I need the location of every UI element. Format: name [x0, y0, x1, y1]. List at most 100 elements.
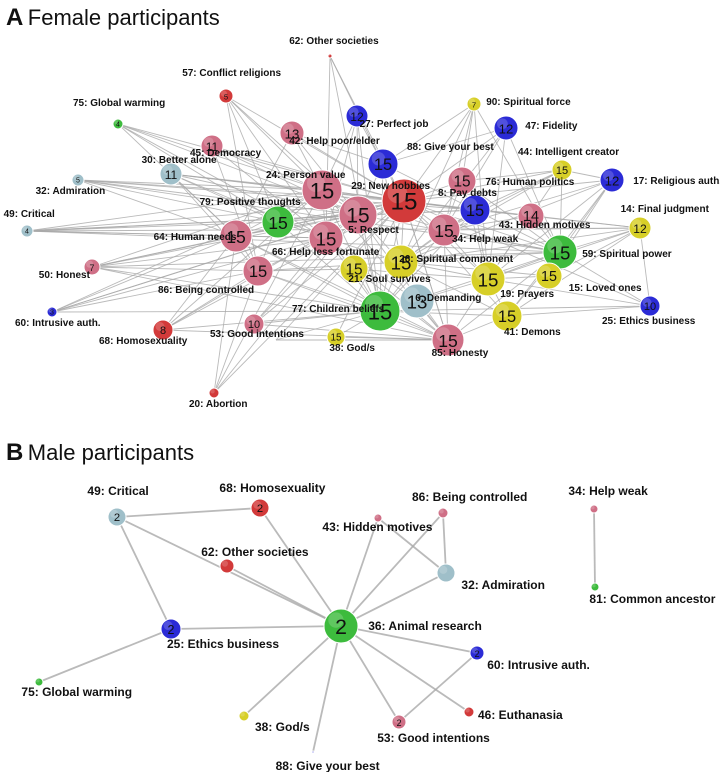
b-node-75: 75: Global warming	[21, 677, 132, 699]
a-node-circle-17	[599, 167, 625, 193]
a-node-value-11b: 11	[206, 140, 219, 154]
a-node-label-14: 14: Final judgment	[621, 204, 710, 215]
a-node-8: 158: Pay debts	[438, 188, 497, 226]
a-node-label-5: 5: Respect	[348, 225, 399, 236]
a-node-label-68: 68: Homosexuality	[99, 336, 188, 347]
a-edge-66-x4	[257, 270, 381, 312]
a-edge-44-76	[461, 169, 563, 182]
a-edge-14-41	[506, 227, 641, 317]
b-edge-43-36	[340, 517, 379, 627]
b-node-shine-25	[163, 621, 173, 630]
a-edge-57-79	[225, 95, 279, 223]
b-node-shine-36	[328, 612, 344, 628]
a-node-circle-41	[491, 300, 523, 332]
a-node-circle-49	[20, 224, 34, 238]
b-node-shine-49	[110, 509, 119, 518]
a-node-circle-68	[152, 319, 174, 341]
a-node-circle-30	[159, 162, 183, 186]
a-node-label-62: 62: Other societies	[289, 36, 379, 47]
b-edge-68-36	[259, 507, 342, 627]
b-node-32: 32: Admiration	[436, 563, 545, 592]
a-node-circle-6	[399, 283, 435, 319]
a-node-label-17: 17: Religious auth.	[633, 176, 720, 187]
a-node-label-57: 57: Conflict religions	[182, 68, 281, 79]
a-node-value-49: 4	[25, 229, 29, 236]
a-node-75: 475: Global warming	[73, 98, 165, 130]
a-node-label-15: 15: Loved ones	[569, 283, 642, 294]
a-node-value-30: 11	[165, 168, 178, 182]
a-edge-32-64	[77, 179, 237, 237]
a-edge-38-29	[335, 200, 405, 338]
b-edge-60-53	[398, 652, 478, 723]
a-node-shine-x4	[365, 295, 383, 313]
a-node-label-41: 41: Demons	[504, 327, 561, 338]
a-node-shine-64	[224, 223, 239, 238]
a-node-50: 750: Honest	[39, 258, 101, 281]
b-edge-36-60	[340, 625, 478, 654]
b-edge-49-25	[116, 516, 172, 630]
a-edge-68-66	[162, 270, 259, 331]
a-edge-11b-66	[211, 145, 259, 272]
a-node-shine-59	[547, 238, 563, 254]
a-node-shine-20	[210, 389, 215, 394]
a-node-circle-x4	[359, 290, 401, 332]
b-node-circle-46	[463, 706, 475, 718]
a-node-label-8: 8: Pay debts	[438, 188, 497, 199]
a-edge-50-x4	[91, 266, 381, 312]
a-edge-90-26	[400, 103, 475, 263]
a-node-circle-43	[517, 202, 545, 230]
a-node-label-85: 85: Honesty	[432, 348, 489, 359]
a-node-value-3: 3	[50, 310, 54, 317]
a-node-value-85: 15	[438, 331, 458, 351]
a-edge-77-29	[253, 200, 405, 325]
b-node-shine-53	[393, 716, 401, 723]
b-node-25: 225: Ethics business	[160, 618, 279, 651]
a-node-shine-90	[468, 98, 476, 105]
b-node-label-88: 88: Give your best	[276, 759, 380, 772]
a-edge-26-59	[400, 251, 561, 263]
b-node-circle-68	[250, 498, 270, 518]
a-edge-88-x4	[379, 163, 384, 312]
b-node-label-68: 68: Homosexuality	[219, 481, 325, 495]
a-edge-20-64	[213, 235, 237, 394]
a-node-shine-19	[475, 265, 491, 281]
a-node-shine-14	[631, 219, 642, 230]
panel-b-text: Male participants	[27, 440, 195, 465]
a-edge-44-8	[474, 169, 563, 211]
b-edge-36-88	[312, 625, 342, 753]
a-node-value-59: 15	[550, 243, 571, 264]
b-edge-25-36	[170, 625, 342, 630]
a-node-shine-43	[521, 205, 533, 218]
a-node-value-47: 12	[499, 122, 514, 137]
a-node-circle-76	[447, 166, 477, 196]
a-node-value-57: 5	[224, 93, 228, 102]
a-node-shine-6	[404, 287, 420, 303]
b-node-value-25: 2	[168, 623, 175, 637]
a-node-86: 86: Being controlled	[158, 285, 254, 296]
a-edge-68-24	[162, 189, 323, 331]
a-node-value-17: 12	[605, 174, 620, 189]
b-node-86: 86: Being controlled	[412, 490, 527, 519]
a-edge-49-59	[26, 230, 561, 253]
a-node-label-30: 30: Better alone	[142, 155, 217, 166]
a-node-value-x1: 15	[346, 205, 369, 228]
a-node-20: 20: Abortion	[189, 387, 248, 410]
a-edge-21-19	[353, 268, 489, 280]
a-node-label-21: 21: Soul survives	[348, 274, 431, 285]
b-node-60: 260: Intrusive auth.	[469, 645, 590, 672]
a-edge-24-x4	[321, 189, 381, 312]
a-node-label-44: 44: Intelligent creator	[518, 147, 619, 158]
b-node-shine-46	[465, 708, 470, 713]
a-edge-50-64	[91, 235, 237, 268]
b-node-value-53: 2	[397, 718, 402, 728]
b-node-circle-75	[34, 677, 44, 687]
a-node-x2: 15	[427, 213, 461, 247]
a-edge-50-5	[91, 237, 327, 268]
a-node-label-77: 77: Children beliefs	[292, 304, 385, 315]
